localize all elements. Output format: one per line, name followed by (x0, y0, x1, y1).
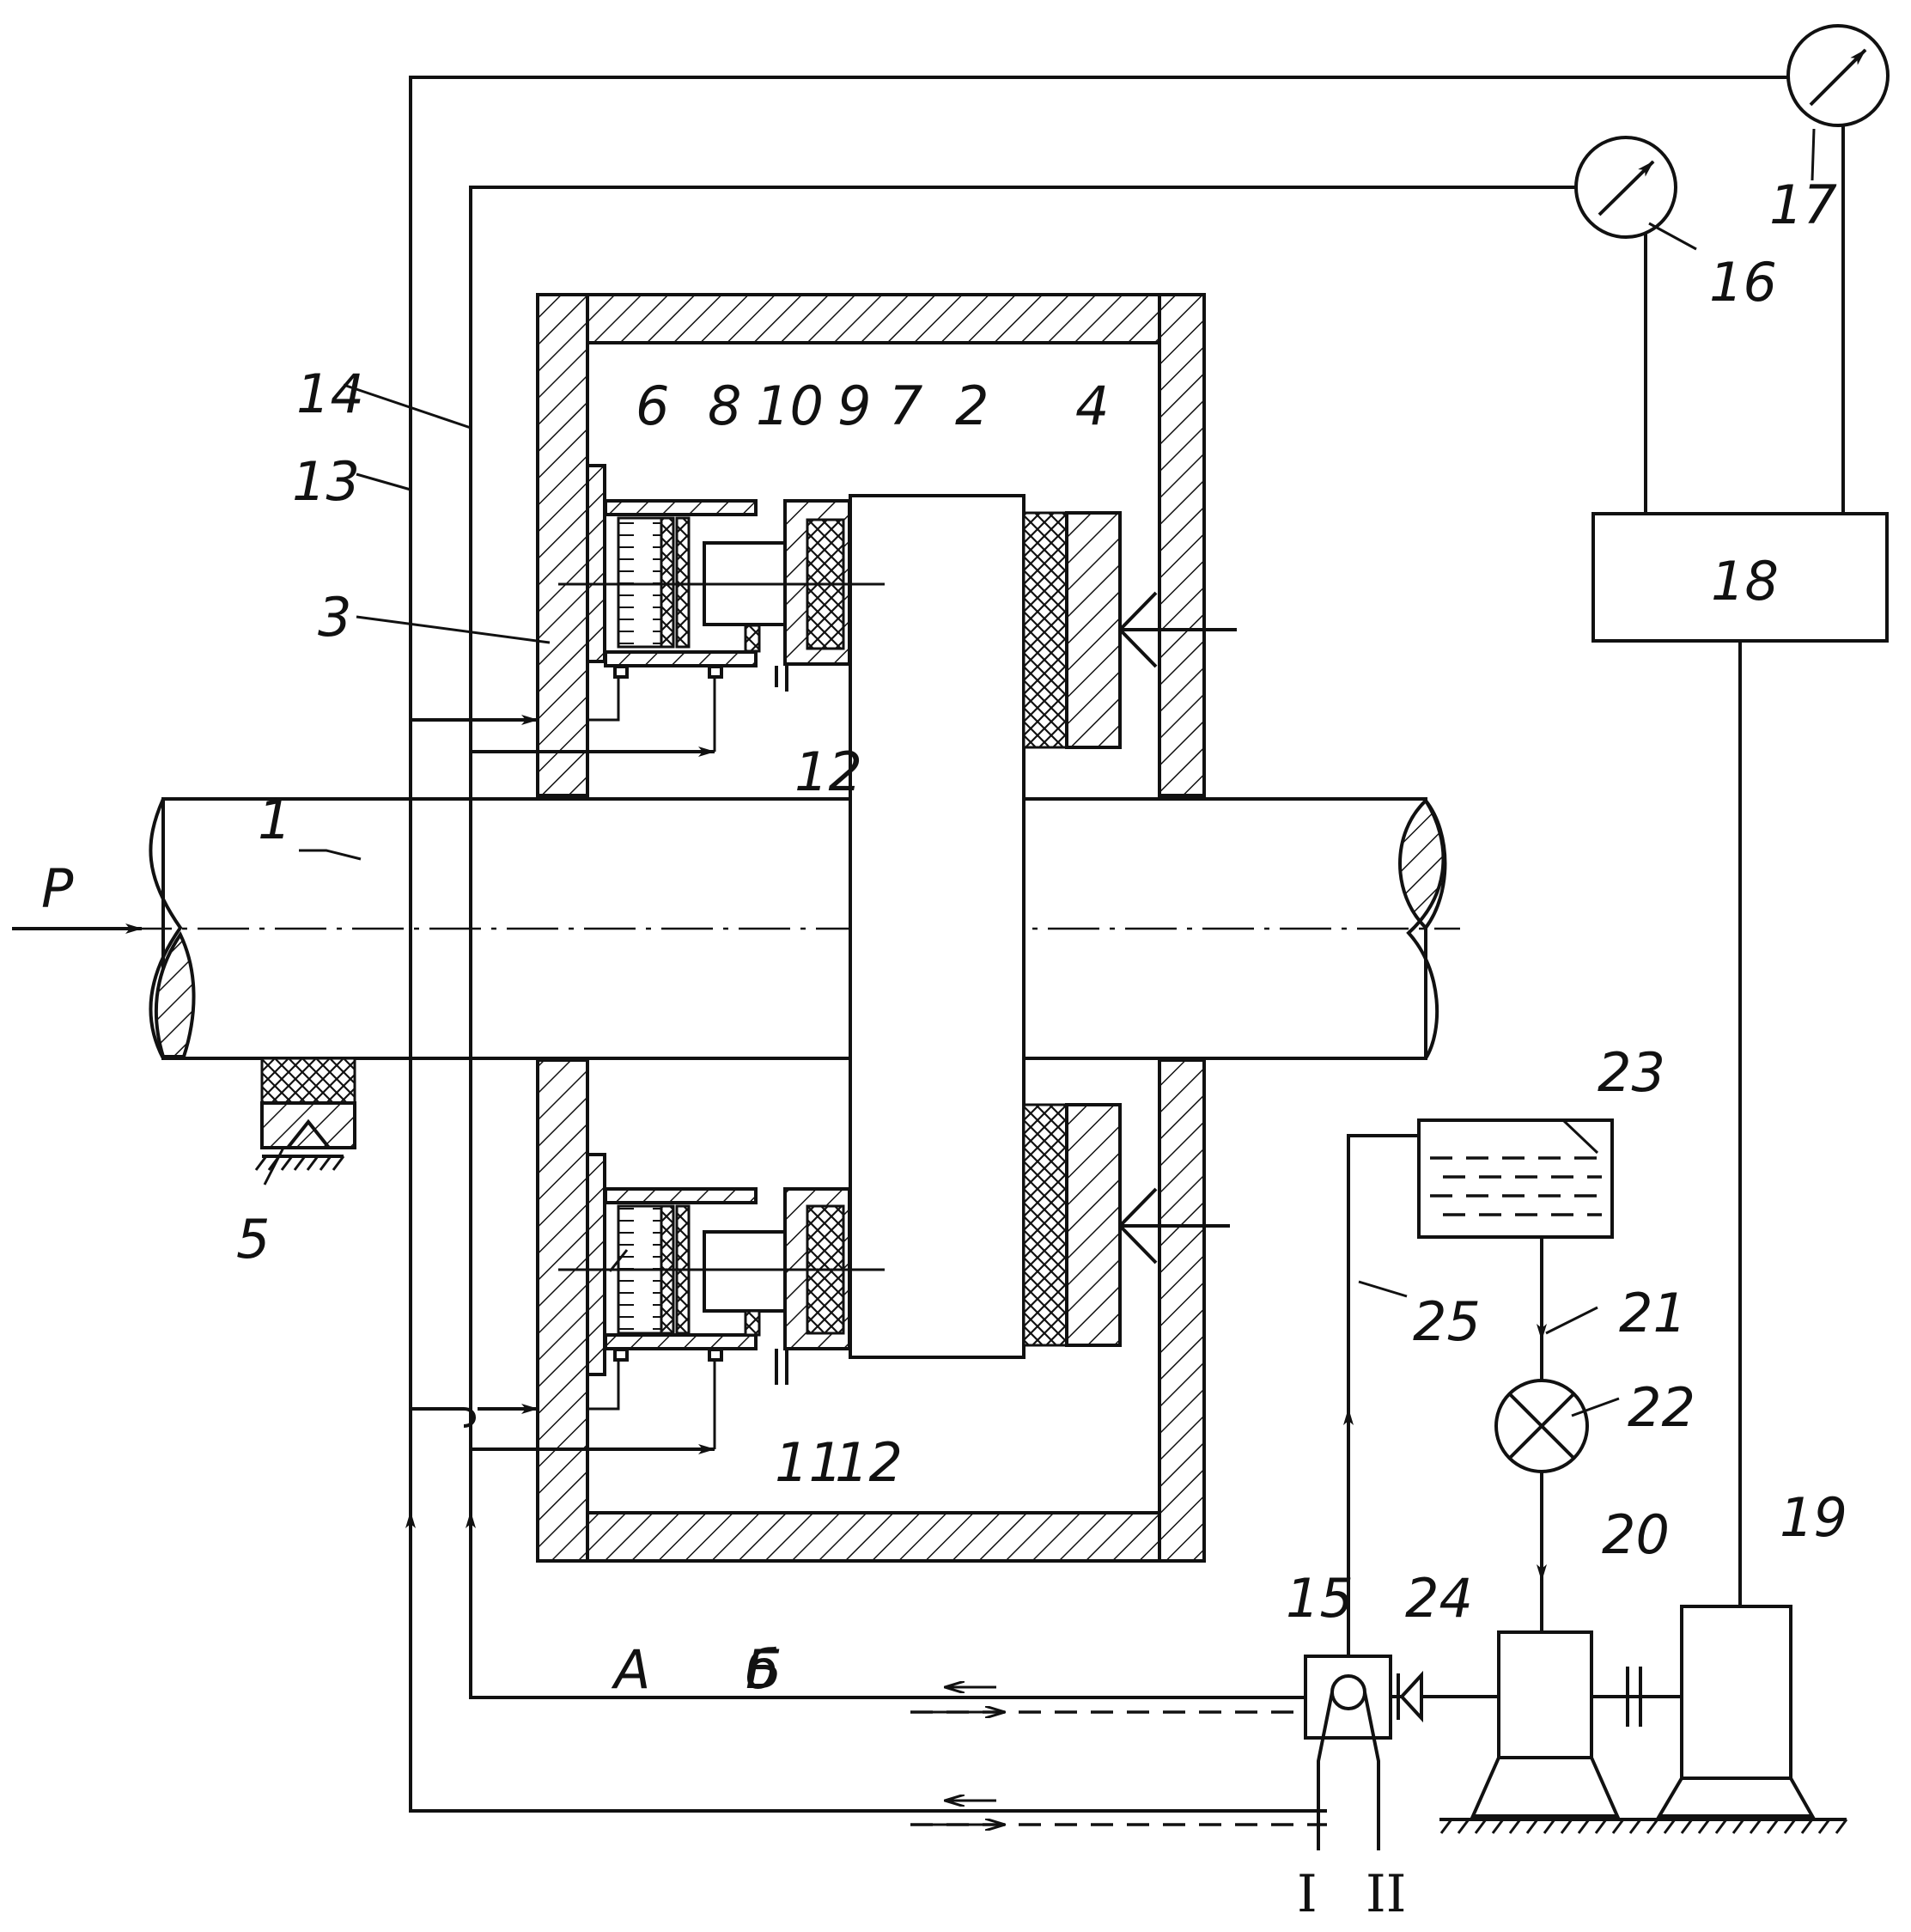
label-8: 8 (708, 375, 741, 437)
force-label: P (41, 857, 74, 920)
label-4: 4 (1075, 375, 1109, 437)
label-14: 14 (296, 363, 364, 425)
label-19: 19 (1780, 1486, 1847, 1549)
port-label-I: I (1297, 1864, 1318, 1924)
label-A: А (611, 1638, 650, 1701)
label-21: 21 (1619, 1282, 1687, 1344)
pressure-gauge-17 (1788, 26, 1888, 514)
support-bearing (256, 1058, 355, 1170)
label-17: 17 (1769, 174, 1837, 236)
check-valve (1391, 1673, 1499, 1720)
label-1: 1 (258, 789, 291, 851)
filter (1496, 1340, 1587, 1632)
label-7: 7 (889, 375, 922, 437)
label-15: 15 (1286, 1567, 1354, 1630)
label-3: 3 (318, 586, 351, 649)
label-2: 2 (955, 375, 989, 437)
distributor-valve (1305, 1136, 1419, 1850)
label-16: 16 (1709, 251, 1777, 314)
motor (1659, 1606, 1812, 1816)
pressure-gauge-16 (1576, 137, 1676, 514)
force-arrow: P (12, 857, 142, 929)
label-24: 24 (1405, 1567, 1473, 1630)
label-22: 22 (1628, 1376, 1695, 1439)
label-25: 25 (1413, 1290, 1481, 1353)
label-5: 5 (236, 1208, 270, 1271)
port-label-II: II (1366, 1864, 1406, 1924)
label-B: Б (746, 1638, 782, 1701)
label-13: 13 (292, 450, 360, 513)
shaft (120, 799, 1460, 1058)
label-12-upper: 12 (794, 740, 862, 803)
label-12-lower: 12 (835, 1431, 903, 1494)
disc (850, 496, 1024, 1357)
label-18: 18 (1711, 550, 1779, 613)
label-23: 23 (1598, 1041, 1665, 1104)
label-6-upper: 6 (636, 375, 669, 437)
label-11: 11 (775, 1431, 843, 1494)
label-20: 20 (1602, 1503, 1670, 1566)
caliper-lower (558, 1155, 885, 1385)
label-9: 9 (837, 375, 871, 437)
label-10: 10 (756, 375, 824, 437)
caliper-upper (558, 466, 885, 692)
